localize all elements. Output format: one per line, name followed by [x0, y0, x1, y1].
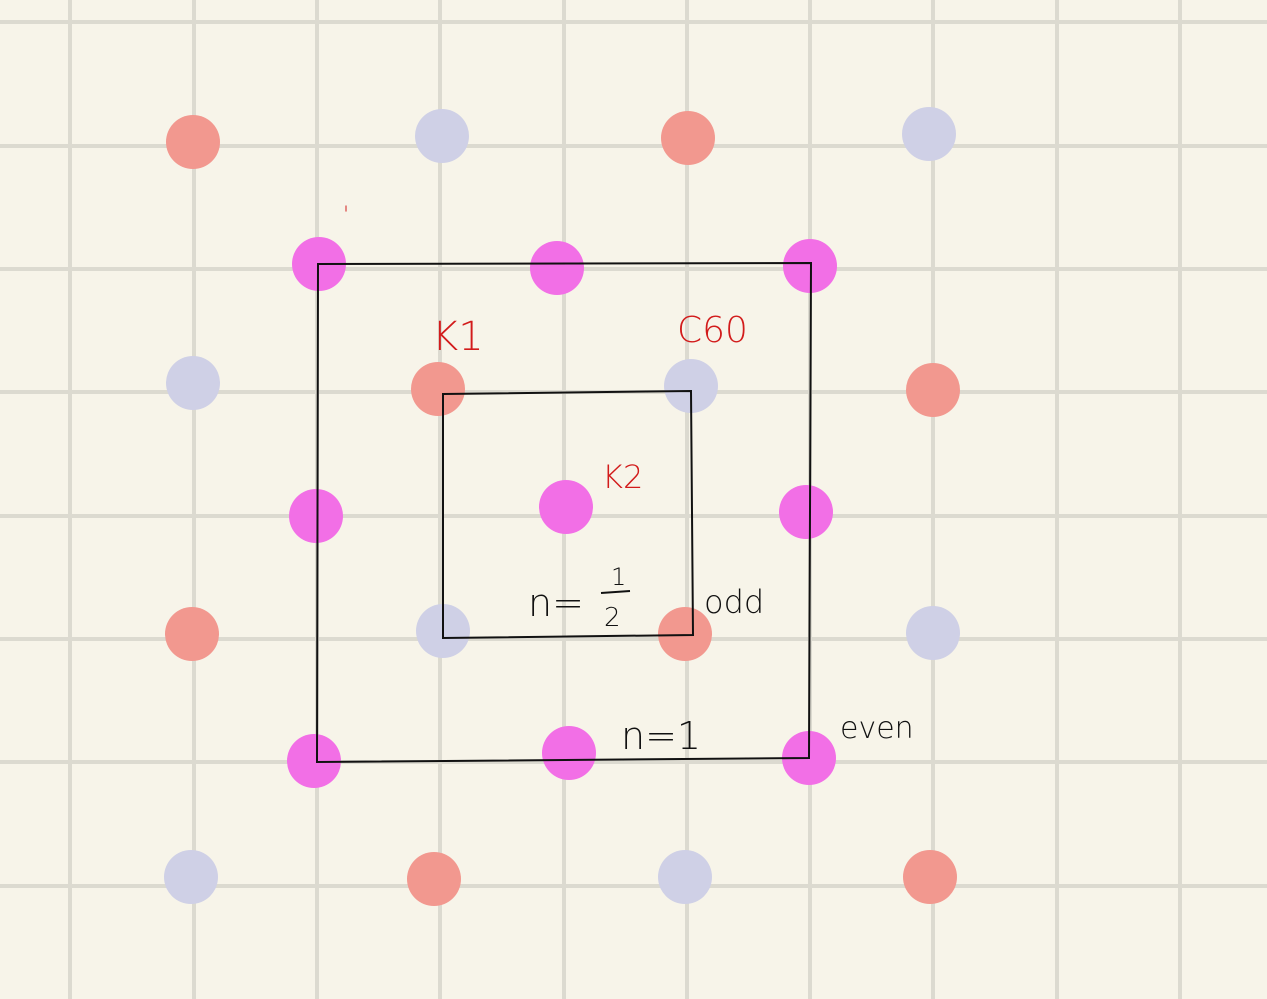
k2-atom — [779, 485, 833, 539]
k1-atom — [165, 607, 219, 661]
c60-atom — [658, 850, 712, 904]
label-odd: odd — [704, 583, 764, 621]
k2-atom — [542, 726, 596, 780]
k2-atom — [530, 241, 584, 295]
c60-atom — [164, 850, 218, 904]
k1-atom — [411, 362, 465, 416]
c60-atom — [415, 109, 469, 163]
label-n-half-prefix: n= — [528, 581, 584, 625]
k2-atom — [287, 734, 341, 788]
tick-mark: ' — [343, 203, 349, 228]
k1-atom — [661, 111, 715, 165]
c60-atom — [902, 107, 956, 161]
c60-atom — [664, 359, 718, 413]
unit-cell-n-half — [442, 389, 695, 640]
k1-atom — [407, 852, 461, 906]
k1-atom — [166, 115, 220, 169]
fraction-bar — [600, 590, 631, 594]
label-k2: K2 — [602, 458, 643, 496]
label-n-one: n=1 — [621, 714, 701, 758]
k2-atom — [289, 489, 343, 543]
k1-atom — [906, 363, 960, 417]
c60-atom — [906, 606, 960, 660]
k1-atom — [903, 850, 957, 904]
label-even: even — [840, 711, 914, 746]
k1-atom — [658, 607, 712, 661]
c60-atom — [166, 356, 220, 410]
unit-cell-n-1 — [315, 261, 813, 764]
label-k1: K1 — [432, 314, 484, 360]
k2-atom — [539, 480, 593, 534]
label-n-half-numerator: 1 — [611, 563, 626, 591]
label-n-half-denominator: 2 — [604, 603, 621, 633]
label-c60: C60 — [677, 310, 748, 351]
